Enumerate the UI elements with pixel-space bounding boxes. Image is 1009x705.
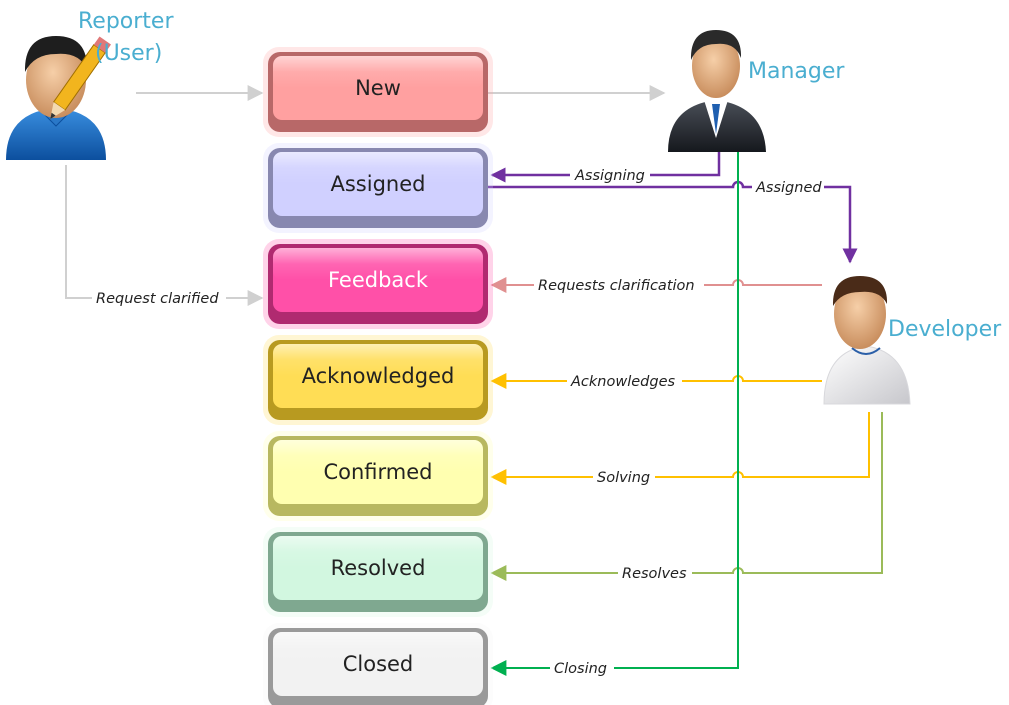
edge-label-resolves: Resolves: [622, 566, 687, 582]
edge-resolves: [490, 412, 883, 581]
status-label-resolved: Resolved: [331, 556, 426, 580]
edge-request-clarified: [65, 165, 264, 306]
edge-closing: [490, 152, 739, 676]
status-boxes: NewAssignedFeedbackAcknowledgedConfirmed…: [263, 47, 493, 705]
developer-label: Developer: [888, 317, 1002, 342]
status-label-acknowledged: Acknowledged: [302, 364, 455, 388]
manager-label: Manager: [748, 59, 845, 84]
status-box-acknowledged: Acknowledged: [263, 335, 493, 425]
status-label-feedback: Feedback: [328, 268, 429, 292]
status-box-new: New: [263, 47, 493, 137]
edge-label-request-clarified: Request clarified: [96, 291, 219, 307]
edge-assigning: [490, 150, 721, 183]
manager-avatar-icon: [668, 30, 766, 152]
edge-label-assigned: Assigned: [755, 180, 822, 196]
status-box-resolved: Resolved: [263, 527, 493, 617]
edge-label-requests-clarification: Requests clarification: [538, 278, 695, 294]
edge-label-solving: Solving: [597, 470, 650, 486]
status-box-feedback: Feedback: [263, 239, 493, 329]
status-label-confirmed: Confirmed: [323, 460, 432, 484]
edge-label-assigning: Assigning: [574, 168, 645, 184]
reporter-sublabel: (User): [95, 41, 162, 66]
status-label-assigned: Assigned: [331, 172, 426, 196]
developer-actor: Developer: [823, 276, 1002, 405]
edge-solving: [490, 412, 870, 485]
reporter-label: Reporter: [78, 9, 174, 34]
status-box-confirmed: Confirmed: [263, 431, 493, 521]
reporter-actor: Reporter (User): [6, 9, 174, 160]
developer-avatar-icon: [823, 276, 911, 405]
status-label-closed: Closed: [343, 652, 414, 676]
reporter-avatar-icon: [6, 36, 112, 160]
edge-label-closing: Closing: [554, 661, 607, 677]
status-box-assigned: Assigned: [263, 143, 493, 233]
edge-labels: Assigning Assigned Request clarified Req…: [92, 165, 824, 678]
manager-actor: Manager: [668, 30, 845, 152]
status-label-new: New: [355, 76, 401, 100]
edge-label-acknowledges: Acknowledges: [570, 374, 675, 390]
status-box-closed: Closed: [263, 623, 493, 705]
pencil-icon: [50, 36, 112, 120]
